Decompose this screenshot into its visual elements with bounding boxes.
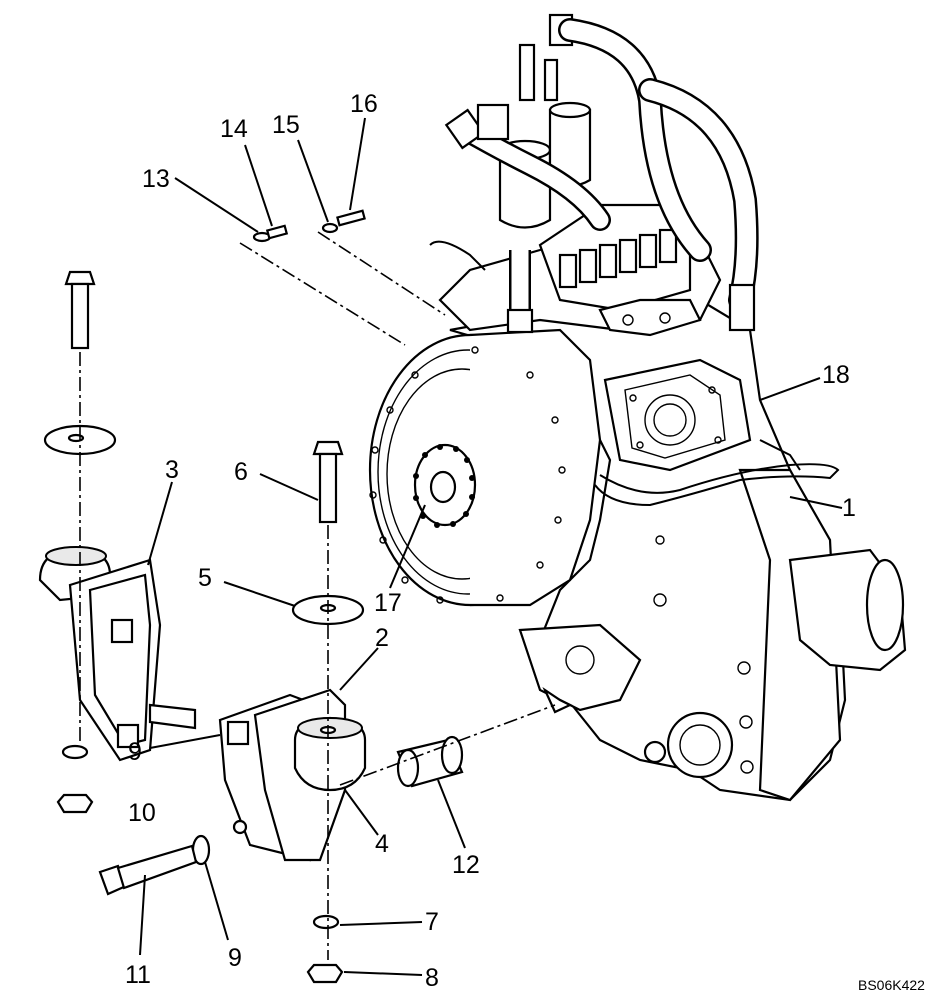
valve-solenoids bbox=[558, 228, 678, 289]
callout-4: 4 bbox=[375, 830, 389, 858]
callout-16: 16 bbox=[350, 90, 378, 118]
callout-5: 5 bbox=[198, 564, 212, 592]
callout-14: 14 bbox=[220, 115, 248, 143]
callout-18: 18 bbox=[822, 361, 850, 389]
isolator-4 bbox=[293, 716, 367, 792]
leader-lines bbox=[139, 117, 843, 976]
callout-1: 1 bbox=[842, 494, 856, 522]
converter-housing bbox=[368, 328, 602, 607]
mount-bracket-3 bbox=[38, 546, 197, 762]
callout-labels: 18 1 2 3 4 5 6 7 8 9 9 10 11 12 13 14 15… bbox=[125, 90, 856, 992]
callout-6: 6 bbox=[234, 458, 248, 486]
washer-7 bbox=[312, 914, 340, 930]
bolt-16 bbox=[336, 209, 366, 227]
callout-11: 11 bbox=[125, 961, 151, 989]
washer-left-small bbox=[61, 744, 89, 760]
callout-15: 15 bbox=[272, 111, 300, 139]
callout-17: 17 bbox=[374, 589, 402, 617]
hydraulic-hoses bbox=[444, 18, 840, 507]
housing-bolts bbox=[369, 346, 566, 604]
drawing-code: BS06K422 bbox=[858, 977, 925, 993]
assembly-centerlines bbox=[79, 231, 556, 960]
nut-8 bbox=[306, 963, 344, 984]
callout-9-upper: 9 bbox=[128, 738, 142, 766]
transmission-assembly bbox=[449, 298, 907, 802]
washer-15 bbox=[321, 222, 339, 234]
callout-8: 8 bbox=[425, 964, 439, 992]
callout-13: 13 bbox=[142, 165, 170, 193]
callout-9-lower: 9 bbox=[228, 944, 242, 972]
mount-bolt-left bbox=[64, 270, 96, 350]
bolt-14 bbox=[265, 224, 289, 240]
spacer-12 bbox=[396, 735, 464, 788]
mount-bolt-6 bbox=[312, 440, 344, 524]
bolt-11 bbox=[98, 844, 198, 896]
callout-10: 10 bbox=[128, 799, 156, 827]
flex-plate-hub bbox=[413, 443, 477, 528]
nut-left bbox=[56, 793, 94, 814]
callout-7: 7 bbox=[425, 908, 439, 936]
callout-12: 12 bbox=[452, 851, 480, 879]
callout-2: 2 bbox=[375, 624, 389, 652]
callout-3: 3 bbox=[165, 456, 179, 484]
